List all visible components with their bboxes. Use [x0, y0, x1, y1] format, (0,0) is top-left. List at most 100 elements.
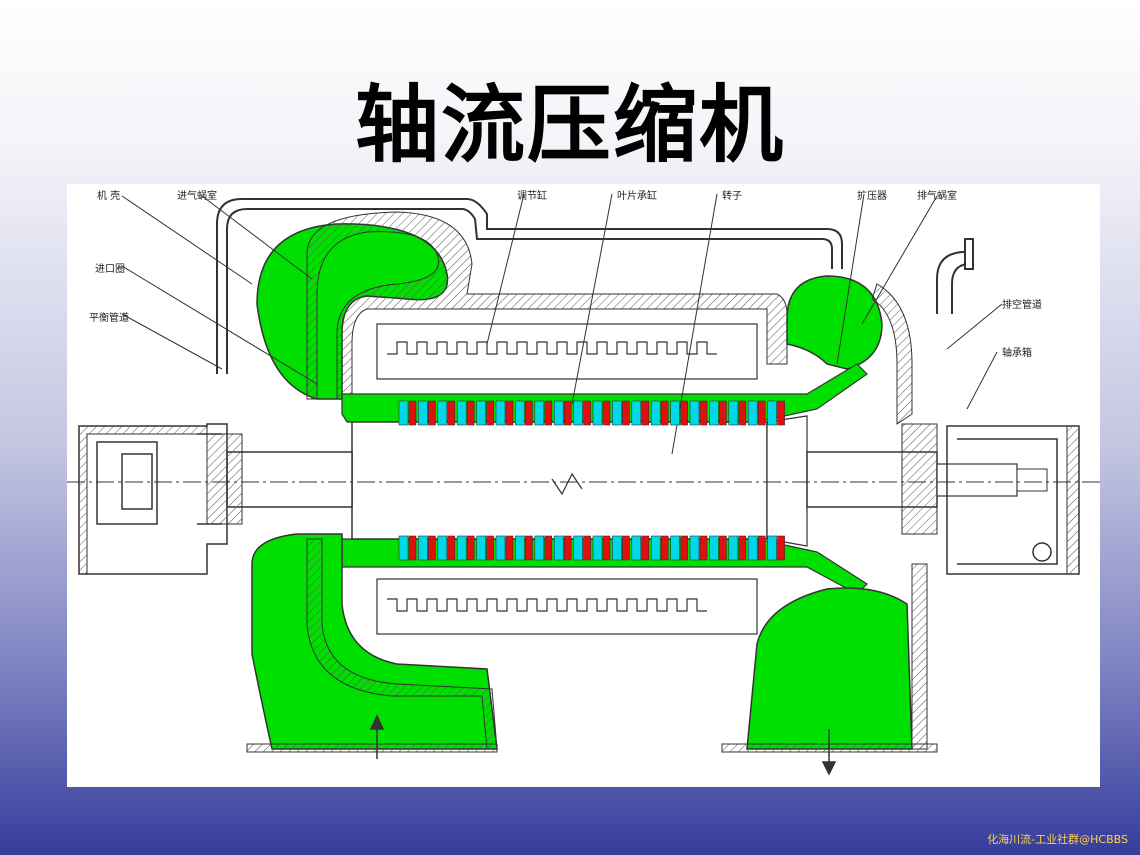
stator-blade — [573, 535, 583, 561]
stator-blade — [709, 535, 719, 561]
moving-blade — [563, 535, 572, 561]
moving-blade — [641, 400, 650, 426]
stator-blade — [689, 400, 700, 426]
moving-blade — [486, 400, 494, 426]
outlet-volute-bottom — [746, 587, 913, 750]
stator-blade — [495, 400, 506, 426]
moving-blade — [466, 535, 475, 561]
moving-blade — [486, 535, 494, 561]
stator-blade — [437, 535, 448, 561]
watermark: 化海川流-工业社群@HCBBS — [987, 833, 1128, 846]
stator-blade — [495, 535, 506, 561]
moving-blade — [583, 400, 591, 426]
stator-blade — [398, 400, 409, 426]
label-balance-pipe: 平衡管道 — [89, 313, 129, 324]
moving-blade — [738, 535, 747, 561]
moving-blade — [505, 400, 514, 426]
stator-blade — [534, 400, 545, 426]
moving-blade — [680, 535, 688, 561]
moving-blade — [660, 400, 669, 426]
stator-blade — [476, 535, 486, 561]
stator-blade — [612, 400, 622, 426]
bearing-housing-right — [946, 425, 1080, 575]
inlet-arrow — [369, 714, 385, 759]
stator-blade — [728, 400, 739, 426]
rotor-drum — [351, 421, 768, 540]
label-diffuser: 扩压器 — [857, 191, 887, 202]
moving-blade — [428, 400, 436, 426]
moving-blade — [777, 535, 785, 561]
label-inlet-ring: 进口圈 — [95, 264, 125, 275]
stator-blade — [476, 400, 486, 426]
stator-blade — [650, 535, 661, 561]
moving-blade — [777, 400, 785, 426]
label-rotor: 转子 — [722, 191, 742, 202]
moving-blade — [505, 535, 514, 561]
stator-blade — [592, 535, 603, 561]
moving-blade — [466, 400, 475, 426]
moving-blade — [641, 535, 650, 561]
moving-blade — [583, 535, 591, 561]
stator-blade — [767, 400, 777, 426]
moving-blade — [428, 535, 436, 561]
outlet-arrow — [821, 729, 837, 776]
stator-blade — [747, 535, 758, 561]
label-vent-pipe: 排空管道 — [1002, 300, 1042, 311]
stator-blade — [437, 400, 448, 426]
moving-blade — [525, 400, 533, 426]
moving-blade — [622, 535, 630, 561]
stator-blade — [534, 535, 545, 561]
moving-blade — [544, 400, 553, 426]
label-outlet-volute: 排气蜗室 — [917, 191, 957, 202]
stator-blade — [670, 535, 680, 561]
moving-blade — [660, 535, 669, 561]
stator-blade — [612, 535, 622, 561]
stator-blade — [709, 400, 719, 426]
stator-blade — [515, 535, 525, 561]
stator-blade — [767, 535, 777, 561]
stator-blade — [456, 400, 467, 426]
stator-blade — [728, 535, 739, 561]
stator-blade — [592, 400, 603, 426]
moving-blade — [525, 535, 533, 561]
moving-blade — [447, 400, 456, 426]
blade-carrier-bottom — [376, 578, 758, 635]
moving-blade — [447, 535, 456, 561]
stator-blade — [418, 535, 428, 561]
stator-blade — [515, 400, 525, 426]
stator-blade — [553, 400, 564, 426]
blade-carrier-top — [376, 323, 758, 380]
moving-blade — [680, 400, 688, 426]
moving-blade — [699, 535, 708, 561]
moving-blade — [719, 400, 727, 426]
stator-blade — [456, 535, 467, 561]
moving-blade — [622, 400, 630, 426]
blade-row-bottom — [398, 535, 785, 561]
shaft-left — [226, 451, 353, 508]
moving-blade — [602, 400, 611, 426]
stator-blade — [650, 400, 661, 426]
stator-blade — [553, 535, 564, 561]
label-blade-carrier: 叶片承缸 — [617, 191, 657, 202]
stator-blade — [418, 400, 428, 426]
stator-blade — [631, 535, 642, 561]
moving-blade — [738, 400, 747, 426]
compressor-drawing — [67, 193, 1100, 776]
stator-blade — [398, 535, 409, 561]
label-bearing-box: 轴承箱 — [1002, 348, 1032, 359]
moving-blade — [699, 400, 708, 426]
outlet-volute-top — [786, 275, 883, 370]
outer-casing — [216, 198, 974, 374]
moving-blade — [719, 535, 727, 561]
moving-blade — [757, 535, 766, 561]
moving-blade — [544, 535, 553, 561]
label-casing: 机 壳 — [97, 191, 121, 202]
moving-blade — [408, 400, 417, 426]
slide-title: 轴流压缩机 — [354, 76, 785, 174]
stator-blade — [747, 400, 758, 426]
stator-blade — [573, 400, 583, 426]
stator-blade — [631, 400, 642, 426]
bearing-housing-left — [78, 423, 228, 575]
label-inlet-volute: 进气蜗室 — [177, 191, 217, 202]
moving-blade — [408, 535, 417, 561]
